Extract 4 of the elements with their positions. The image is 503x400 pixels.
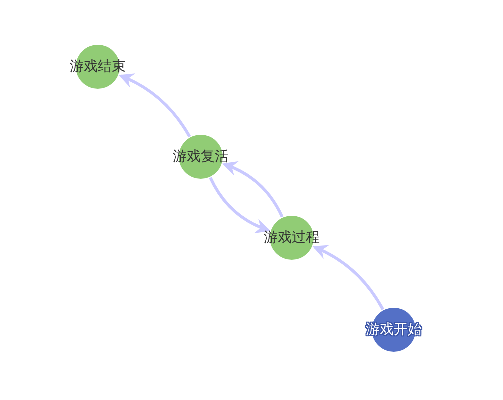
- arrow: [209, 177, 271, 234]
- arrow: [222, 162, 284, 218]
- arrow: [312, 246, 384, 310]
- arrow: [118, 74, 192, 138]
